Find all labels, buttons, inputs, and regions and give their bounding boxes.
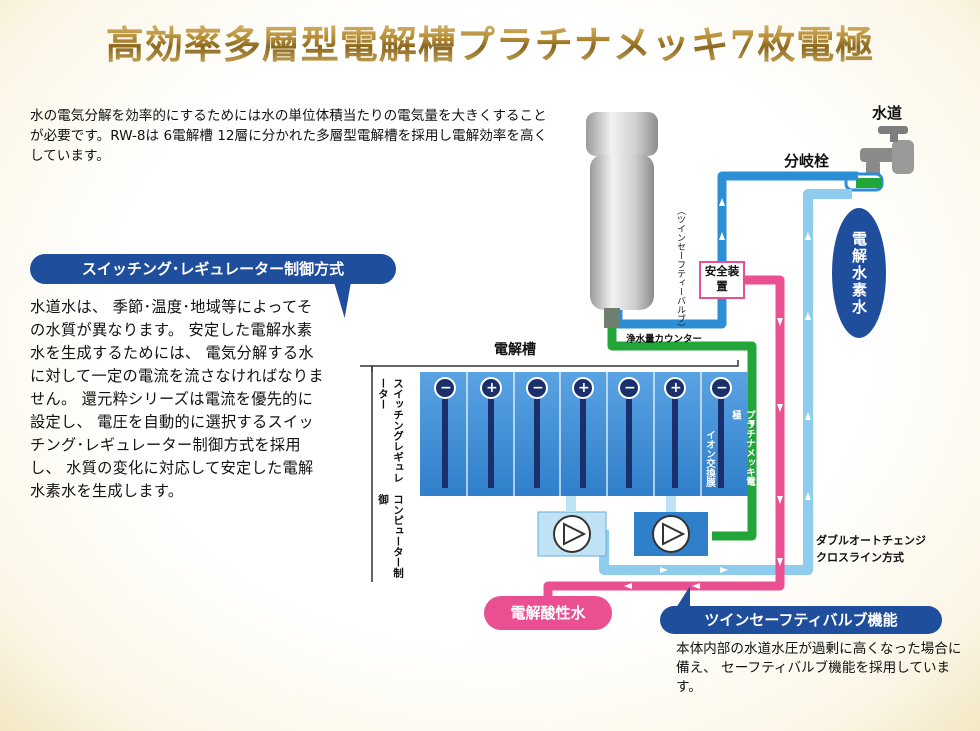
purified-water-pipe [607, 324, 757, 541]
flow-arrows [624, 198, 811, 589]
twin-valve-text: 本体内部の水道水圧が過剰に高くなった場合に備え、 セーフティバルブ機能を採用して… [676, 641, 962, 695]
twin-valve-label: ツインセーフティバルブ機能 [660, 606, 942, 634]
electrolysis-cell [420, 372, 748, 496]
flow-counter-label: 浄水量カウンター [626, 334, 703, 345]
electrode-sign: − [716, 380, 728, 396]
branch-label: 分岐栓 [784, 152, 830, 170]
double-auto-label: ダブルオートチェンジ [816, 534, 926, 547]
ion-membrane-label: イオン交換膜 [704, 430, 715, 487]
electrode-sign: − [532, 380, 544, 396]
computer-control-label: コンピューター制御 [377, 494, 404, 578]
twin-valve-callout-tail [676, 586, 690, 608]
electrode-sign: + [486, 380, 498, 396]
page-title: 高効率多層型電解槽プラチナメッキ7枚電極 [0, 14, 980, 69]
switching-label: スイッチング･レギュレーター制御方式 [30, 254, 396, 284]
electrode-sign: + [578, 380, 590, 396]
intro-text: 水の電気分解を効率的にするためには水の単位体積当たりの電気量を大きくすることが必… [30, 108, 548, 164]
safety-device-label: 安全装置 [704, 264, 740, 293]
electrode-sign: − [624, 380, 636, 396]
hydrogen-water-badge: 電解水素水 [832, 208, 886, 338]
tap-label: 水道 [872, 104, 903, 122]
cell-bracket [371, 360, 739, 372]
hydrogen-water-pipe [599, 189, 852, 575]
cell-label: 電解槽 [494, 342, 536, 358]
electrode-sign: − [440, 380, 452, 396]
electrode-sign: + [670, 380, 682, 396]
faucet-icon [844, 126, 914, 192]
acidic-water-badge: 電解酸性水 [484, 596, 612, 630]
safety-device-box [699, 261, 745, 299]
pump-left [537, 511, 607, 557]
switching-regulator-label: スイッチングレギュレーター [377, 378, 404, 483]
filter-cartridge-icon [586, 112, 658, 328]
acidic-water-pipe [543, 275, 785, 608]
crossline-label: クロスライン方式 [816, 551, 904, 564]
switching-text: 水道水は、 季節･温度･地域等によってその水質が異なります。 安定した電解水素水… [30, 298, 324, 500]
platinum-electrode-label: プラチナメッキ電極 [730, 410, 755, 486]
twin-valve-note: （ツインセーフティーバルブ） [675, 206, 685, 332]
pump-right [634, 512, 708, 556]
